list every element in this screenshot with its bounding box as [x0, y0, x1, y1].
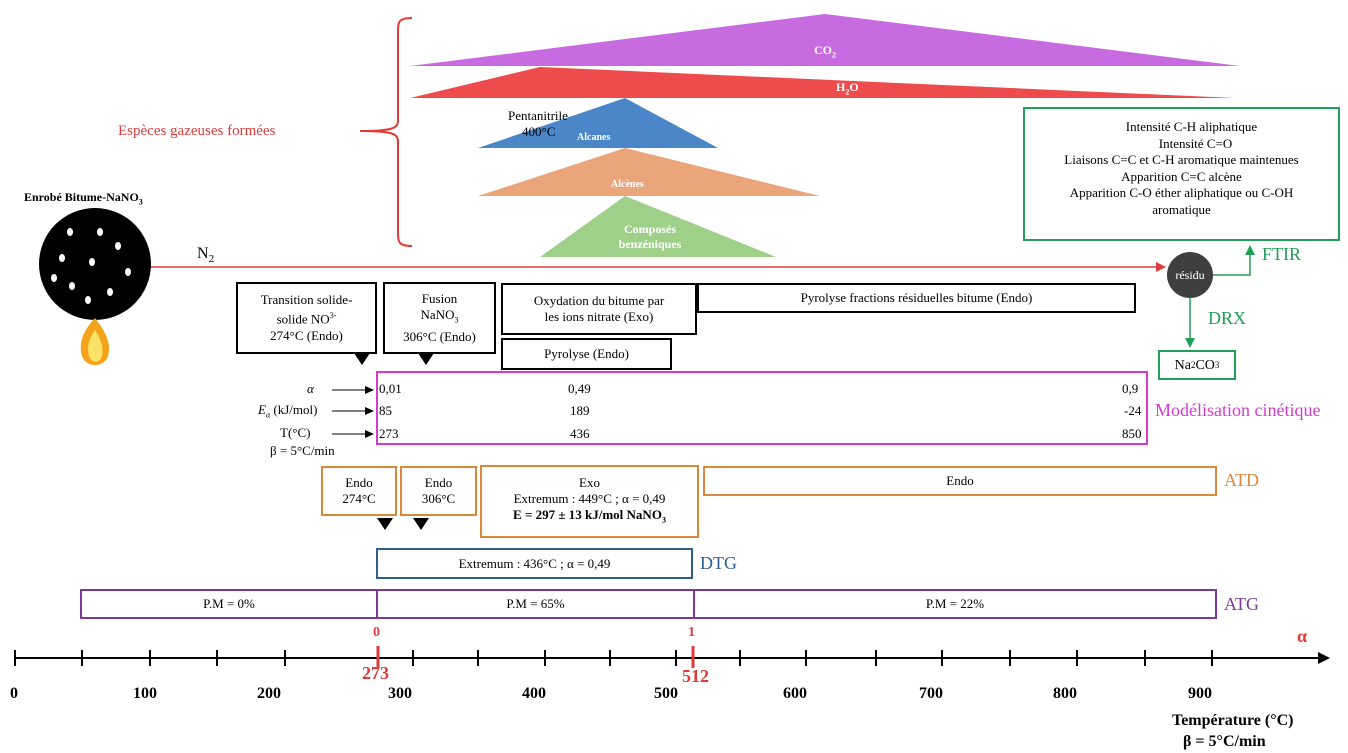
transition-marker — [354, 353, 370, 365]
tick-400: 400 — [522, 685, 546, 702]
fusion-box: Fusion NaNO3 306°C (Endo) — [383, 282, 496, 354]
drx-tag: DRX — [1208, 308, 1247, 328]
sample-disc — [39, 208, 151, 320]
ftir-arrowhead — [1245, 245, 1255, 255]
tick-900: 900 — [1188, 685, 1212, 702]
atd-tag: ATD — [1224, 470, 1259, 490]
alpha-one-label: 1 — [688, 625, 695, 640]
temperature-axis-arrowhead — [1318, 652, 1330, 664]
ftir-line-5: Apparition C-O éther aliphatique ou C-OH — [1069, 185, 1294, 200]
fusion-marker — [418, 353, 434, 365]
ftir-line-6: aromatique — [1152, 201, 1211, 217]
atg-pm1-box: P.M = 0% — [80, 589, 378, 619]
axis-ticks — [14, 650, 1213, 666]
alpha-value-start: 0,01 — [379, 381, 402, 396]
h2o-label: H2O — [836, 80, 859, 97]
n2-label: N2 — [197, 245, 215, 266]
red-tick-512: 512 — [682, 666, 709, 686]
tick-700: 700 — [919, 685, 943, 702]
alpha-value-end: 0,9 — [1122, 381, 1139, 396]
benzene-triangle — [540, 196, 776, 257]
ea-value-start: 85 — [379, 403, 392, 418]
sample-particles — [51, 228, 131, 304]
kinetics-tag: Modélisation cinétique — [1155, 400, 1321, 420]
benzene-label: Composés benzéniques — [618, 222, 682, 251]
atd-endo2-marker — [413, 518, 429, 530]
tick-100: 100 — [133, 685, 157, 702]
atd-endo2-box: Endo 306°C — [400, 466, 477, 516]
axis-red-ticks — [376, 646, 695, 668]
alpha-row-label: α — [307, 381, 314, 396]
ea-arrowhead — [365, 407, 374, 415]
axis-title: Température (°C) — [1172, 712, 1294, 729]
kinetics-box — [376, 371, 1148, 445]
ftir-line-2: Intensité C=O — [1158, 135, 1233, 151]
oxydation-box: Oxydation du bitume par les ions nitrate… — [501, 283, 697, 335]
pyrolyse-box: Pyrolyse (Endo) — [501, 338, 672, 370]
alcanes-label: Alcanes — [577, 132, 611, 143]
ea-row-label: Eα (kJ/mol) — [258, 402, 318, 420]
tick-0: 0 — [10, 685, 18, 702]
alcanes-triangle — [478, 98, 718, 148]
axis-beta: β = 5°C/min — [1183, 733, 1266, 750]
gases-label: Espèces gazeuses formées — [118, 123, 276, 139]
t-row-label: T(°C) — [280, 425, 311, 440]
tick-800: 800 — [1053, 685, 1077, 702]
alpha-arrowhead — [365, 386, 374, 394]
drx-arrowhead — [1185, 338, 1195, 348]
atd-exo-box: Exo Extremum : 449°C ; α = 0,49 E = 297 … — [480, 465, 699, 538]
alcenes-label: Alcènes — [611, 179, 644, 190]
alpha-axis-symbol: α — [1297, 626, 1308, 646]
pyrolyse-residual-box: Pyrolyse fractions résiduelles bitume (E… — [697, 283, 1136, 313]
atg-pm3-box: P.M = 22% — [693, 589, 1217, 619]
t-arrowhead — [365, 430, 374, 438]
atd-endo1-marker — [377, 518, 393, 530]
flame-icon — [80, 318, 110, 365]
gases-brace — [359, 17, 413, 247]
tick-600: 600 — [783, 685, 807, 702]
ftir-arrow — [1213, 253, 1251, 276]
ftir-line-1: Intensité C-H aliphatique — [1125, 119, 1258, 134]
atd-endo1-box: Endo 274°C — [321, 466, 397, 516]
atd-endo3-box: Endo — [703, 466, 1217, 496]
alcenes-triangle — [478, 148, 820, 196]
ftir-tag: FTIR — [1262, 244, 1302, 264]
tick-500: 500 — [654, 685, 678, 702]
alpha-zero-label: 0 — [373, 625, 380, 640]
h2o-triangle — [410, 67, 1235, 98]
atg-tag: ATG — [1224, 594, 1259, 614]
t-value-start: 273 — [379, 426, 399, 441]
pentanitrile-label: Pentanitrile 400°C — [508, 108, 568, 139]
residue-label: résidu — [1175, 268, 1205, 282]
residue-circle — [1167, 252, 1213, 298]
ftir-results-box: Intensité C-H aliphatique Intensité C=O … — [1023, 107, 1340, 241]
n2-arrowhead — [1156, 262, 1166, 272]
red-tick-273: 273 — [362, 663, 389, 683]
dtg-box: Extremum : 436°C ; α = 0,49 — [376, 548, 693, 579]
tick-200: 200 — [257, 685, 281, 702]
sample-title: Enrobé Bitume-NaNO3 — [24, 190, 143, 207]
tick-300: 300 — [388, 685, 412, 702]
alpha-value-mid: 0,49 — [568, 381, 591, 396]
co2-triangle — [410, 14, 1240, 66]
ftir-line-4: Apparition C=C alcène — [1121, 168, 1242, 184]
beta-label: β = 5°C/min — [270, 443, 335, 458]
ftir-line-3: Liaisons C=C et C-H aromatique maintenue… — [1064, 152, 1299, 167]
atg-pm2-box: P.M = 65% — [376, 589, 695, 619]
ea-value-mid: 189 — [570, 403, 590, 418]
dtg-tag: DTG — [700, 553, 737, 573]
t-value-end: 850 — [1122, 426, 1142, 441]
co2-label: CO2 — [814, 43, 836, 60]
ea-value-end: -24 — [1124, 403, 1142, 418]
t-value-mid: 436 — [570, 426, 590, 441]
transition-box: Transition solide- solide NO3- 274°C (En… — [236, 282, 377, 354]
